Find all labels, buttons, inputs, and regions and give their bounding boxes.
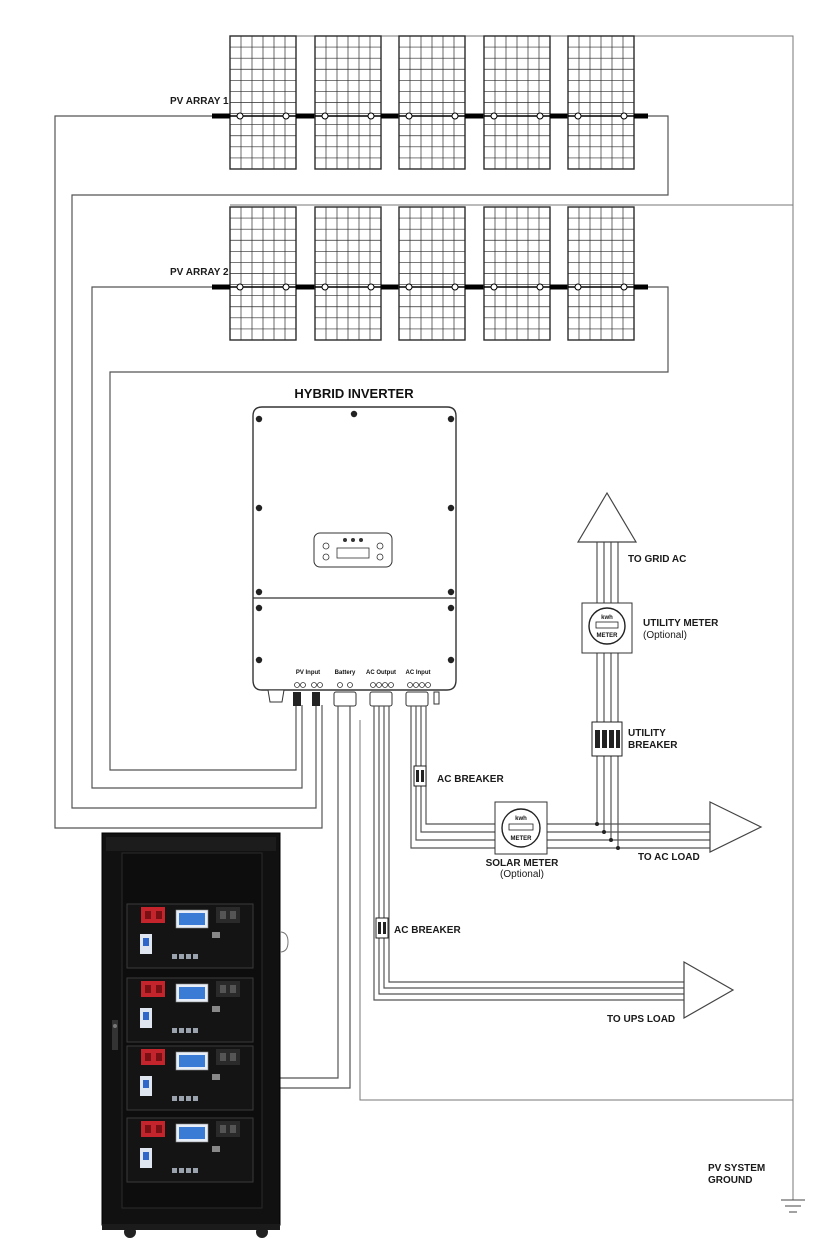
string-lead-negative	[212, 113, 230, 119]
panel-connector	[296, 284, 315, 290]
ups-load-arrow	[683, 960, 735, 1020]
pv-array-1-label: PV ARRAY 1	[170, 96, 229, 107]
panel-connector	[465, 113, 484, 119]
solar-meter-inner-label: METER	[511, 836, 533, 842]
ac-breaker-input-label: AC BREAKER	[437, 774, 504, 785]
pv-array-2	[212, 206, 648, 341]
battery-module	[126, 1117, 254, 1183]
solar-panel	[483, 35, 551, 170]
string-lead-negative	[212, 284, 230, 290]
battery-module	[126, 903, 254, 969]
ac-output-wiring	[373, 706, 690, 1001]
grid-arrow	[576, 491, 638, 543]
solar-meter: kwh METER	[494, 801, 548, 855]
panel-connector	[550, 284, 568, 290]
utility-meter-label: UTILITY METER	[643, 618, 719, 629]
utility-breaker	[591, 721, 623, 757]
port-label-ac-input: AC Input	[406, 670, 431, 676]
battery-terminal-negative	[216, 981, 240, 997]
solar-panel	[483, 206, 551, 341]
utility-breaker-label-2: BREAKER	[628, 740, 678, 751]
pv-array-1	[212, 35, 648, 170]
panel-connector	[381, 113, 399, 119]
inverter-display-panel	[313, 532, 393, 568]
panel-connector	[296, 113, 315, 119]
battery-module	[126, 1045, 254, 1111]
ground-symbol	[781, 1199, 805, 1213]
pv-string-wiring	[54, 115, 669, 829]
inverter-title: HYBRID INVERTER	[294, 386, 414, 401]
panel-connector	[465, 284, 484, 290]
utility-meter-note: (Optional)	[643, 630, 687, 641]
panel-connector	[381, 284, 399, 290]
pv-array-2-label: PV ARRAY 2	[170, 267, 229, 278]
port-label-battery: Battery	[335, 670, 356, 676]
ac-breaker-output-label: AC BREAKER	[394, 925, 461, 936]
ac-breaker-input	[413, 765, 427, 787]
solar-panel	[314, 35, 382, 170]
utility-breaker-label-1: UTILITY	[628, 728, 666, 739]
port-label-pv-input: PV Input	[296, 670, 320, 676]
solar-panel	[567, 206, 635, 341]
utility-meter-unit: kwh	[601, 615, 613, 621]
grid-wiring	[595, 542, 620, 850]
ground-label-1: PV SYSTEM	[708, 1163, 765, 1174]
battery-modules	[126, 903, 254, 1183]
solar-panel	[314, 206, 382, 341]
string-lead-positive	[634, 284, 648, 290]
to-grid-ac-label: TO GRID AC	[628, 554, 686, 565]
solar-meter-note: (Optional)	[500, 869, 544, 880]
solar-meter-label: SOLAR METER	[486, 858, 560, 869]
to-ac-load-label: TO AC LOAD	[638, 852, 700, 863]
solar-panel	[398, 206, 466, 341]
battery-terminal-negative	[216, 907, 240, 923]
ac-load-arrow	[709, 801, 763, 853]
solar-panel	[398, 35, 466, 170]
battery-module	[126, 977, 254, 1043]
solar-panel	[229, 206, 297, 341]
solar-meter-unit: kwh	[515, 816, 527, 822]
port-label-ac-output: AC Output	[366, 670, 396, 676]
ground-label-2: GROUND	[708, 1175, 752, 1186]
hybrid-inverter: PV Input Battery AC Output AC Input	[252, 406, 457, 707]
solar-panel	[229, 35, 297, 170]
solar-panel	[567, 35, 635, 170]
utility-meter-inner-label: METER	[597, 633, 619, 639]
panel-connector	[550, 113, 568, 119]
string-lead-positive	[634, 113, 648, 119]
battery-terminal-negative	[216, 1049, 240, 1065]
to-ups-load-label: TO UPS LOAD	[607, 1014, 675, 1025]
battery-terminal-negative	[216, 1121, 240, 1137]
utility-meter: kwh METER	[581, 602, 633, 654]
battery-wiring	[280, 706, 351, 1089]
ac-breaker-output	[375, 917, 389, 939]
